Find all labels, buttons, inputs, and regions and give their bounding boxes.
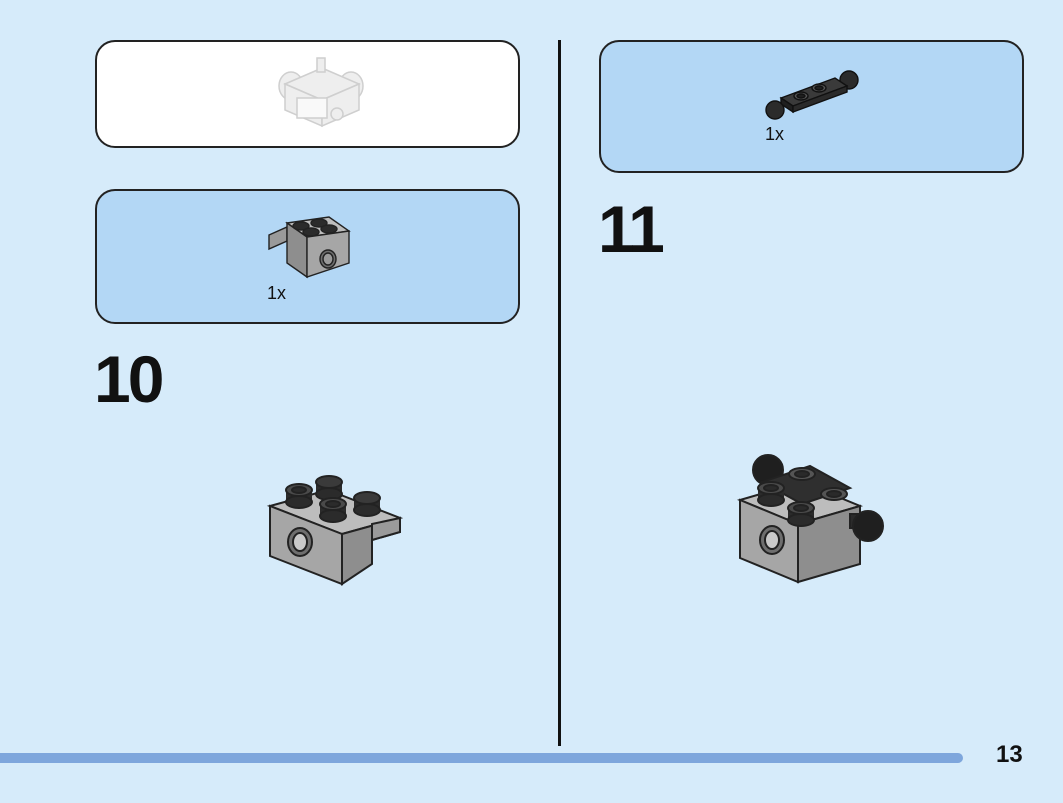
step-number: 10 [94, 342, 164, 416]
gray-technic-brick-icon [268, 216, 351, 279]
part-quantity: 1x [267, 283, 287, 303]
context-panel [95, 40, 520, 148]
parts-panel-step-11: 1x [599, 40, 1024, 173]
part-quantity: 1x [765, 124, 785, 144]
faded-assembly-preview [278, 57, 364, 128]
parts-panel-step-10: 1x [95, 189, 520, 324]
progress-bar [0, 753, 963, 763]
step-11-assembly-illustration [736, 454, 884, 584]
step-10-assembly-illustration [266, 475, 404, 586]
black-plate-with-ball-joints-icon [765, 70, 859, 120]
page-number: 13 [996, 741, 1023, 768]
column-divider [558, 40, 561, 746]
step-number: 11 [598, 192, 665, 266]
